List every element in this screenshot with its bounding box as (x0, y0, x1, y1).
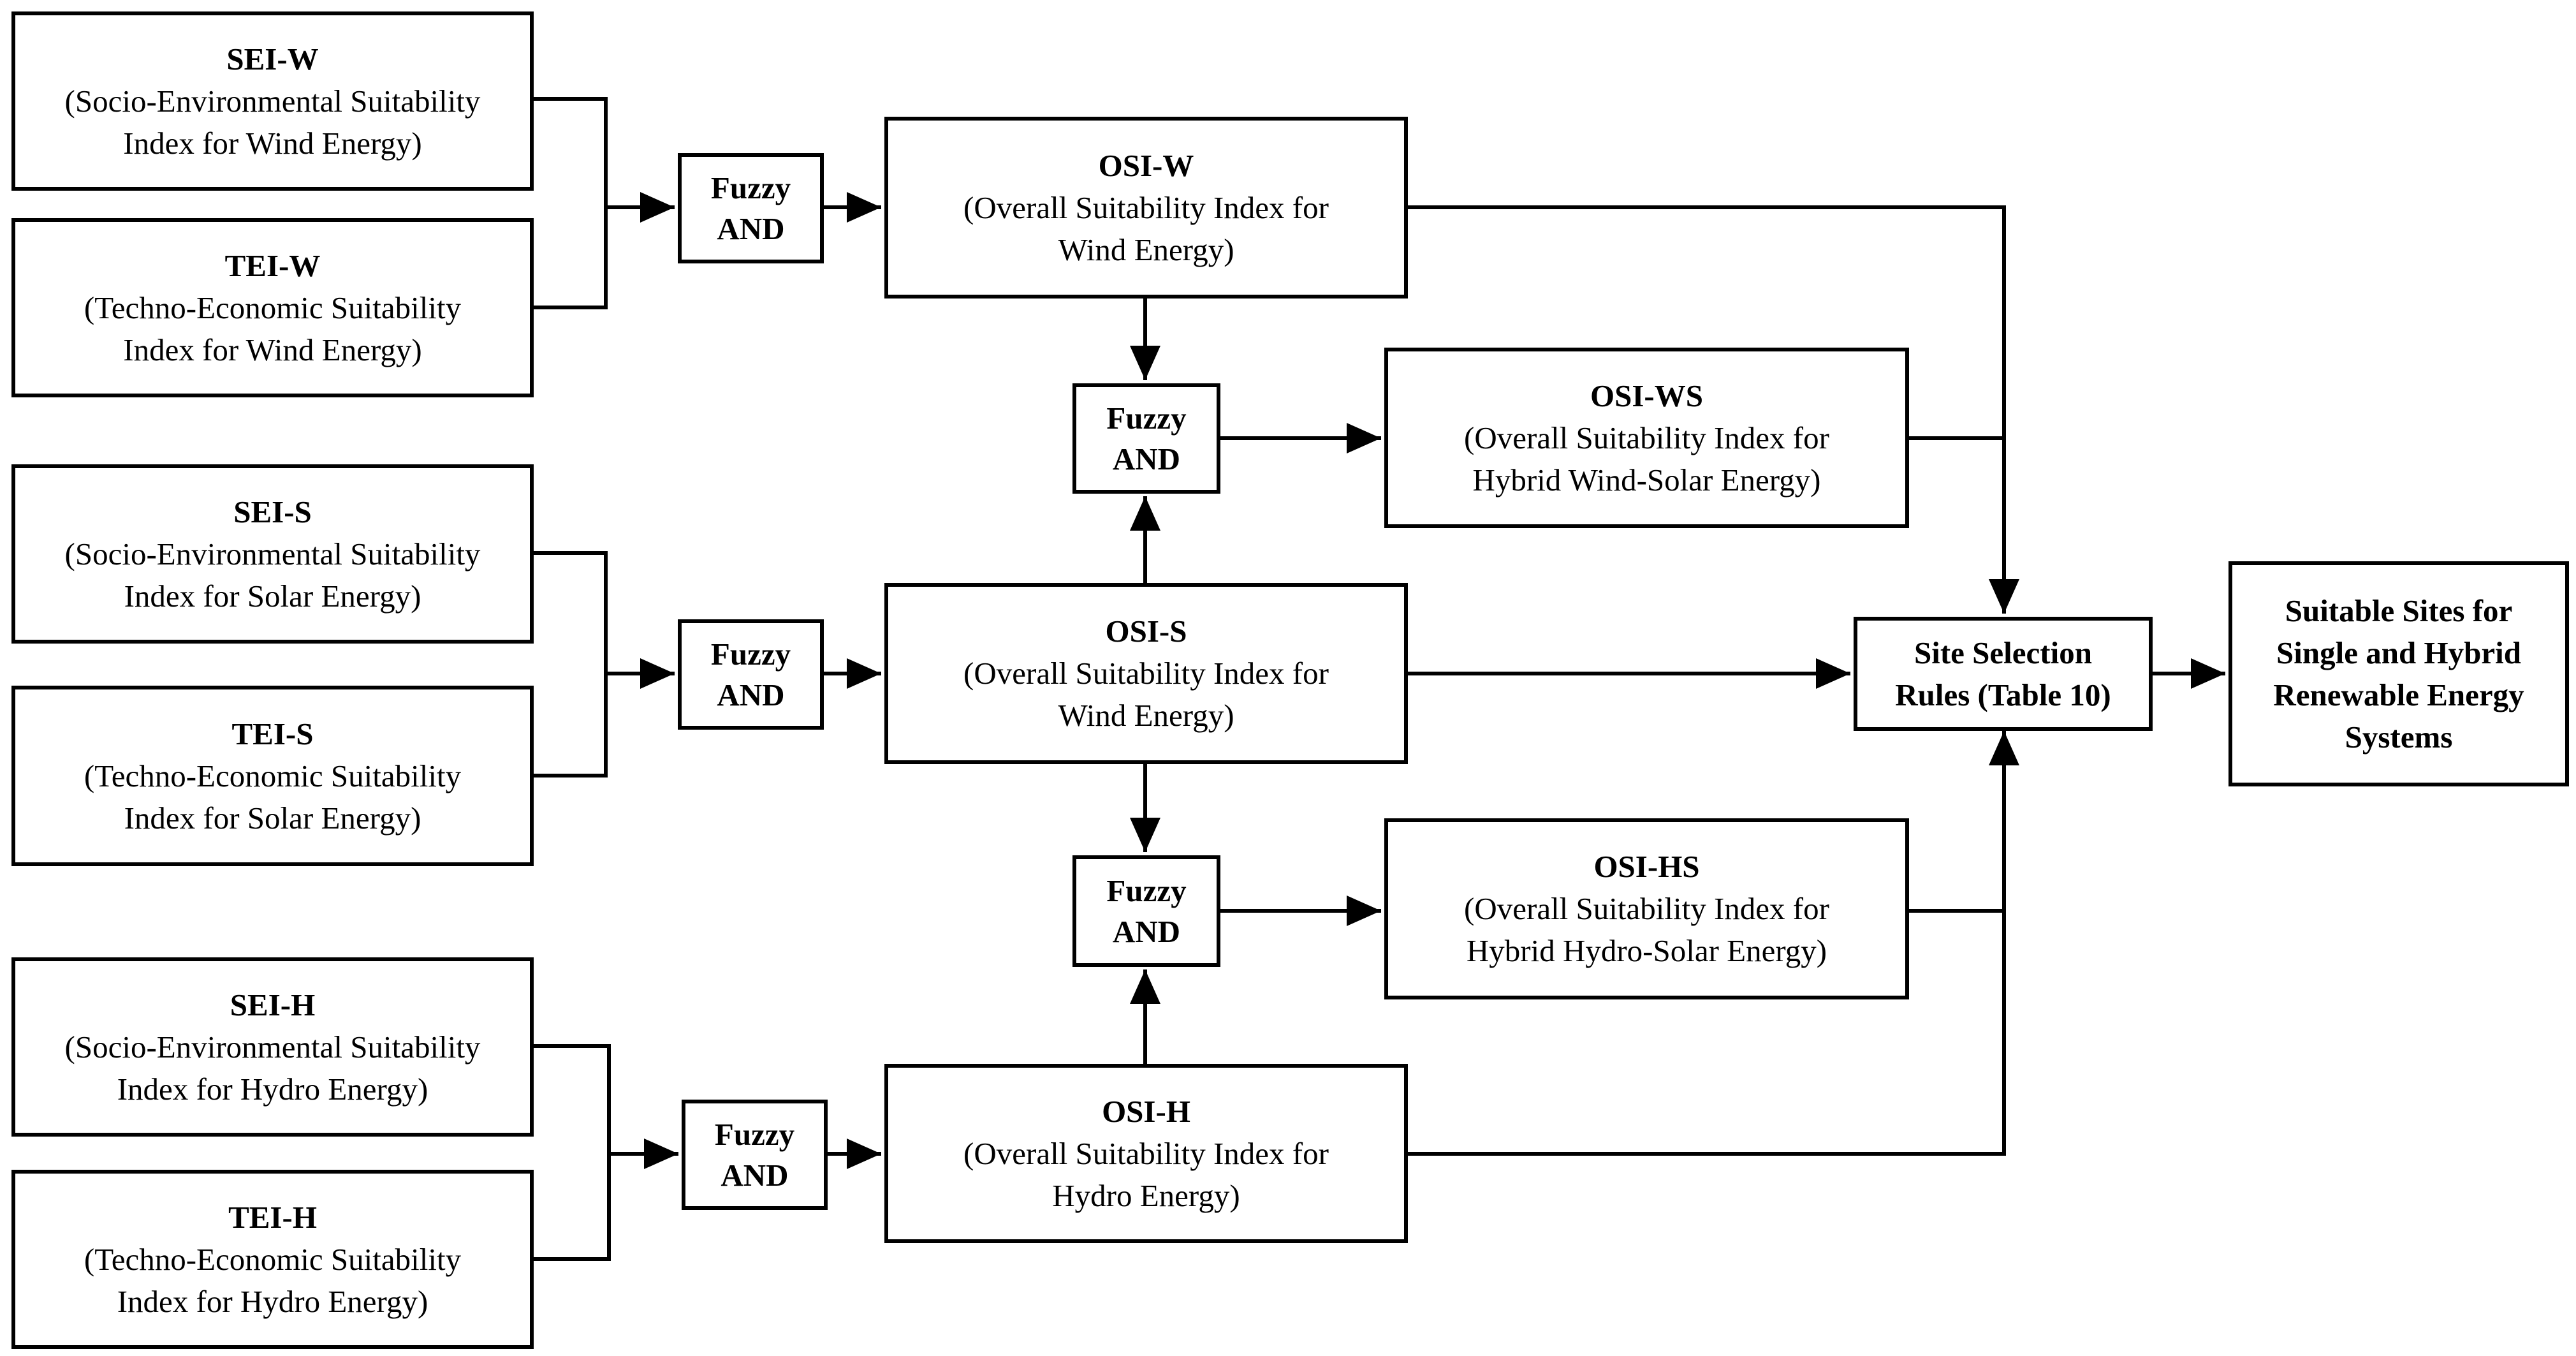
fuzzy-and-hydro-line2: AND (721, 1157, 789, 1193)
sei-s-box: SEI-S (Socio-Environmental Suitability I… (11, 464, 534, 644)
sei-w-desc-2: Index for Wind Energy) (123, 125, 422, 161)
sei-h-box: SEI-H (Socio-Environmental Suitability I… (11, 957, 534, 1137)
site-selection-rules-box: Site Selection Rules (Table 10) (1854, 617, 2153, 731)
connector-tei-s (534, 674, 608, 777)
tei-w-box: TEI-W (Techno-Economic Suitability Index… (11, 218, 534, 397)
sei-h-desc-1: (Socio-Environmental Suitability (64, 1029, 481, 1065)
connector-osi-w-to-rules (1408, 205, 2019, 614)
connector-sei-s (534, 551, 608, 674)
rules-line2: Rules (Table 10) (1895, 677, 2111, 712)
tei-h-title: TEI-H (228, 1199, 317, 1235)
sei-s-desc-2: Index for Solar Energy) (124, 578, 421, 614)
osi-s-box: OSI-S (Overall Suitability Index for Win… (884, 583, 1408, 764)
rules-line1: Site Selection (1914, 635, 2092, 670)
tei-h-desc-1: (Techno-Economic Suitability (84, 1241, 462, 1277)
osi-h-title: OSI-H (1102, 1093, 1190, 1129)
osi-h-desc-1: (Overall Suitability Index for (963, 1135, 1329, 1171)
osi-ws-desc-2: Hybrid Wind-Solar Energy) (1472, 462, 1821, 497)
osi-hs-desc-2: Hybrid Hydro-Solar Energy) (1466, 933, 1827, 968)
fuzzy-and-wind-solar: Fuzzy AND (1072, 383, 1220, 494)
tei-w-desc-1: (Techno-Economic Suitability (84, 290, 462, 325)
fuzzy-and-solar-line1: Fuzzy (710, 636, 791, 672)
osi-ws-box: OSI-WS (Overall Suitability Index for Hy… (1384, 348, 1909, 528)
fuzzy-and-solar-line2: AND (717, 677, 785, 712)
osi-h-box: OSI-H (Overall Suitability Index for Hyd… (884, 1064, 1408, 1243)
output-line4: Systems (2345, 719, 2453, 755)
suitable-sites-box: Suitable Sites for Single and Hybrid Ren… (2228, 561, 2569, 786)
osi-w-box: OSI-W (Overall Suitability Index for Win… (884, 117, 1408, 298)
osi-s-desc-2: Wind Energy) (1058, 698, 1234, 733)
fuzzy-and-hydro-solar-line2: AND (1112, 913, 1181, 949)
sei-w-box: SEI-W (Socio-Environmental Suitability I… (11, 11, 534, 191)
connector-sei-h (534, 1044, 611, 1154)
tei-s-desc-1: (Techno-Economic Suitability (84, 758, 462, 793)
sei-s-desc-1: (Socio-Environmental Suitability (64, 536, 481, 571)
sei-w-title: SEI-W (226, 41, 319, 77)
fuzzy-and-hydro: Fuzzy AND (682, 1100, 828, 1210)
output-line3: Renewable Energy (2273, 677, 2524, 712)
osi-hs-desc-1: (Overall Suitability Index for (1464, 891, 1829, 926)
sei-s-title: SEI-S (233, 494, 312, 529)
osi-w-desc-2: Wind Energy) (1058, 232, 1234, 267)
osi-ws-desc-1: (Overall Suitability Index for (1464, 420, 1829, 455)
fuzzy-and-wind-line1: Fuzzy (710, 170, 791, 205)
osi-h-desc-2: Hydro Energy) (1052, 1177, 1240, 1213)
sei-h-title: SEI-H (230, 987, 316, 1022)
sei-w-desc-1: (Socio-Environmental Suitability (64, 83, 481, 119)
fuzzy-and-wind-solar-line2: AND (1112, 441, 1181, 476)
tei-w-desc-2: Index for Wind Energy) (123, 332, 422, 367)
fuzzy-and-hydro-solar-line1: Fuzzy (1106, 873, 1187, 908)
tei-h-desc-2: Index for Hydro Energy) (117, 1283, 428, 1319)
connector-tei-w (534, 207, 608, 309)
osi-hs-title: OSI-HS (1593, 849, 1700, 884)
osi-s-desc-1: (Overall Suitability Index for (963, 656, 1329, 691)
osi-w-title: OSI-W (1098, 147, 1194, 183)
tei-s-desc-2: Index for Solar Energy) (124, 800, 421, 836)
fuzzy-and-wind-solar-line1: Fuzzy (1106, 400, 1187, 436)
osi-hs-box: OSI-HS (Overall Suitability Index for Hy… (1384, 818, 1909, 999)
fuzzy-and-hydro-line1: Fuzzy (714, 1116, 795, 1152)
fuzzy-and-wind-line2: AND (717, 210, 785, 246)
fuzzy-and-wind: Fuzzy AND (678, 153, 824, 263)
tei-w-title: TEI-W (224, 247, 321, 283)
fuzzy-and-hydro-solar: Fuzzy AND (1072, 855, 1220, 967)
sei-h-desc-2: Index for Hydro Energy) (117, 1071, 428, 1107)
connector-sei-w (534, 97, 608, 207)
connector-tei-h (534, 1154, 611, 1261)
osi-w-desc-1: (Overall Suitability Index for (963, 189, 1329, 225)
output-line2: Single and Hybrid (2276, 635, 2521, 670)
tei-s-title: TEI-S (231, 716, 314, 751)
tei-s-box: TEI-S (Techno-Economic Suitability Index… (11, 686, 534, 866)
osi-s-title: OSI-S (1105, 614, 1187, 649)
output-line1: Suitable Sites for (2285, 593, 2513, 628)
fuzzy-and-solar: Fuzzy AND (678, 619, 824, 730)
connector-osi-h-to-rules (1408, 731, 2019, 1156)
tei-h-box: TEI-H (Techno-Economic Suitability Index… (11, 1170, 534, 1349)
osi-ws-title: OSI-WS (1590, 378, 1703, 413)
